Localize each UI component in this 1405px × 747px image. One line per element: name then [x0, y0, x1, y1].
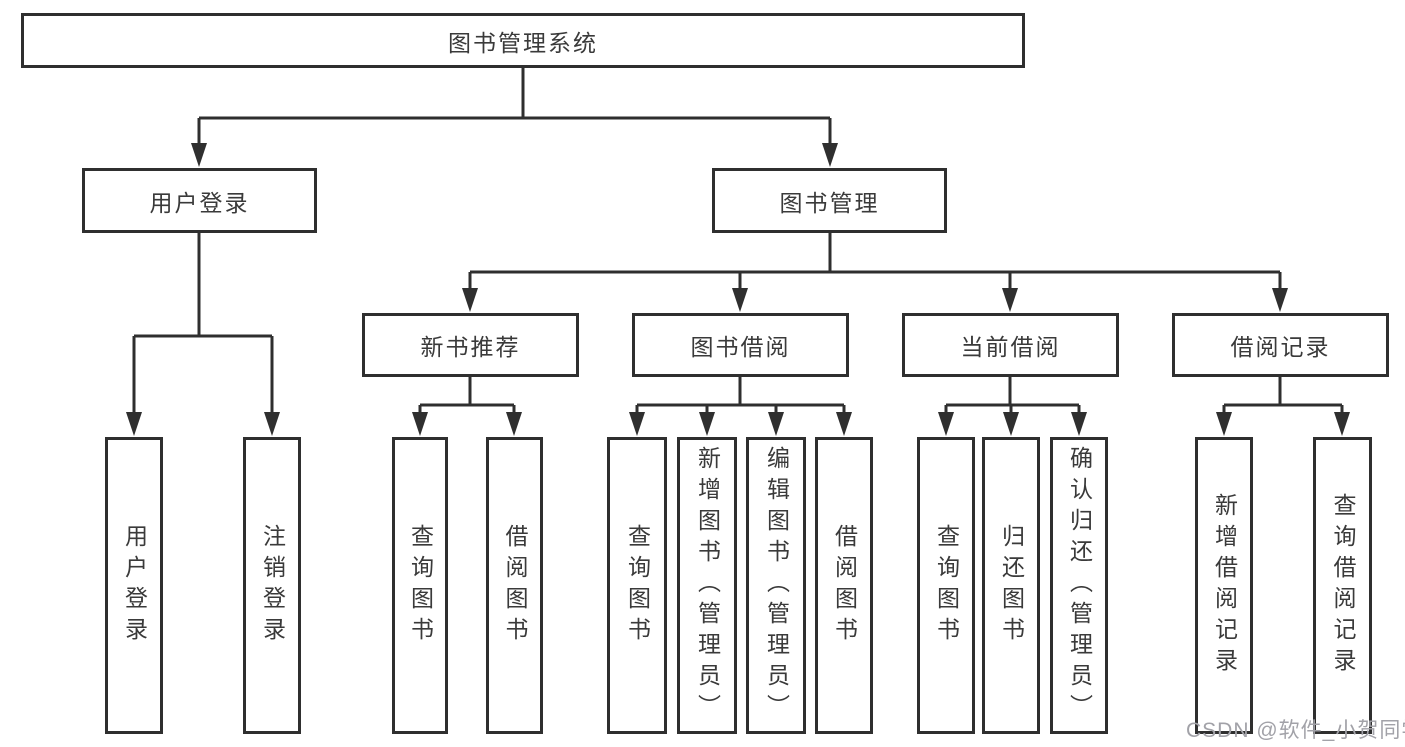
node-logout-action: 注销登录 — [243, 437, 301, 734]
node-query-books-recommend: 查询图书 — [392, 437, 448, 734]
node-label: 确认归还（管理员） — [1066, 446, 1093, 725]
node-borrow-records: 借阅记录 — [1172, 313, 1389, 377]
node-label: 查询图书 — [624, 523, 651, 648]
node-label: 新增借阅记录 — [1211, 492, 1238, 679]
node-borrow-books-recommend: 借阅图书 — [486, 437, 543, 734]
node-query-books-borrow: 查询图书 — [607, 437, 667, 734]
node-borrow-books-action: 借阅图书 — [815, 437, 873, 734]
node-new-book-recommend: 新书推荐 — [362, 313, 579, 377]
node-edit-book-admin: 编辑图书（管理员） — [746, 437, 806, 734]
node-label: 查询借阅记录 — [1330, 492, 1356, 679]
node-user-login: 用户登录 — [82, 168, 317, 233]
arrowheads — [126, 143, 1350, 436]
node-user-login-action: 用户登录 — [105, 437, 163, 734]
node-label: 查询图书 — [407, 523, 434, 648]
node-label: 编辑图书（管理员） — [763, 446, 790, 725]
node-library-system: 图书管理系统 — [21, 13, 1025, 68]
node-label: 查询图书 — [933, 523, 960, 648]
node-label: 注销登录 — [259, 523, 286, 648]
node-label: 用户登录 — [121, 523, 148, 648]
node-label: 借阅图书 — [831, 523, 858, 648]
node-confirm-return-admin: 确认归还（管理员） — [1050, 437, 1108, 734]
node-query-books-current: 查询图书 — [917, 437, 975, 734]
node-book-borrow: 图书借阅 — [632, 313, 849, 377]
node-query-borrow-record: 查询借阅记录 — [1313, 437, 1372, 734]
node-add-borrow-record: 新增借阅记录 — [1195, 437, 1253, 734]
node-label: 归还图书 — [998, 523, 1025, 648]
csdn-watermark: CSDN @软件_小贺同学 — [1186, 719, 1405, 742]
node-add-book-admin: 新增图书（管理员） — [677, 437, 737, 734]
node-book-management: 图书管理 — [712, 168, 947, 233]
node-label: 新增图书（管理员） — [694, 446, 721, 725]
node-return-books: 归还图书 — [982, 437, 1040, 734]
node-label: 借阅图书 — [502, 523, 528, 648]
node-current-borrow: 当前借阅 — [902, 313, 1119, 377]
